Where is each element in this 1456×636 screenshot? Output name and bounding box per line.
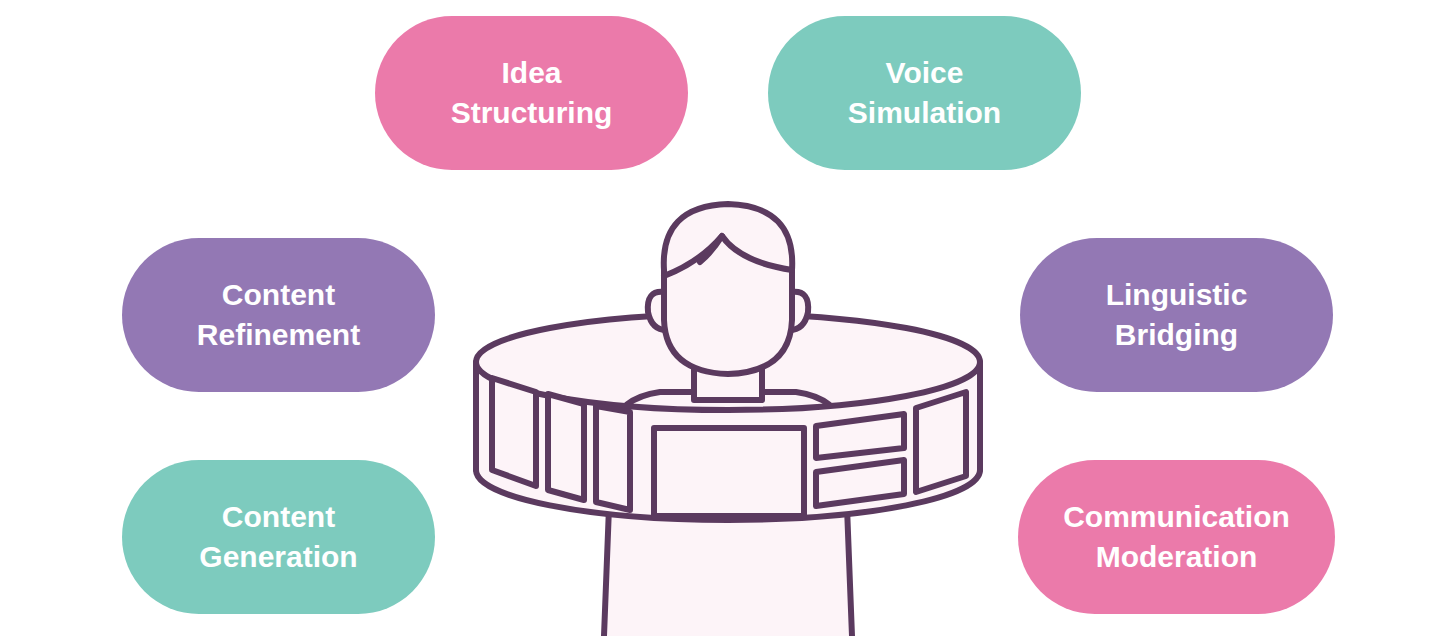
pill-label: Content Generation <box>199 497 357 578</box>
screen-panel <box>548 394 584 500</box>
screen-panel <box>816 414 904 458</box>
person-hair <box>700 236 722 262</box>
capability-pill: Content Refinement <box>122 238 435 392</box>
pill-label: Linguistic Bridging <box>1106 275 1248 356</box>
pill-label: Communication Moderation <box>1063 497 1290 578</box>
capability-pill: Voice Simulation <box>768 16 1081 170</box>
person-hair <box>664 236 792 276</box>
capability-pill: Linguistic Bridging <box>1020 238 1333 392</box>
screen-panel <box>916 392 966 492</box>
screen-band-front <box>476 362 980 520</box>
screen-panel <box>596 406 630 510</box>
person-head <box>664 204 792 374</box>
capability-pill: Content Generation <box>122 460 435 614</box>
screen-panel <box>654 428 804 516</box>
capability-pill: Communication Moderation <box>1018 460 1335 614</box>
pill-label: Content Refinement <box>197 275 360 356</box>
screen-panel <box>492 378 536 486</box>
pill-label: Voice Simulation <box>848 53 1001 134</box>
screen-panel <box>816 460 904 506</box>
capability-pill: Idea Structuring <box>375 16 688 170</box>
pill-label: Idea Structuring <box>451 53 613 134</box>
